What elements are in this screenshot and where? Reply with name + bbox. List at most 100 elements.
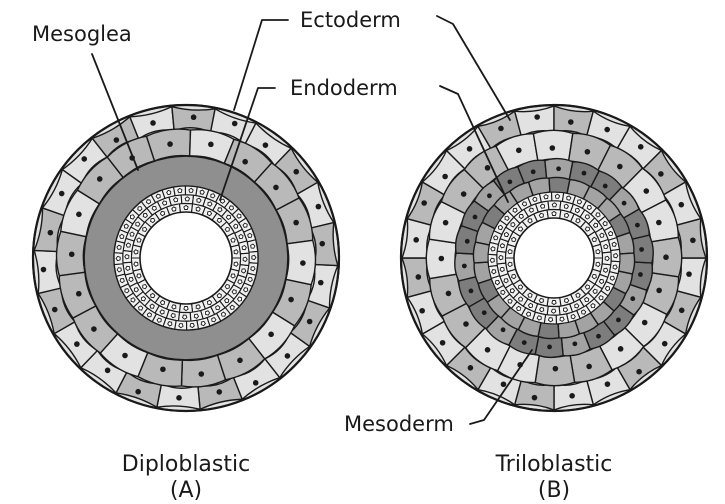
nucleus [586, 364, 592, 370]
nucleus [656, 220, 662, 226]
endoderm-nucleus [576, 219, 580, 223]
nucleus [216, 389, 222, 395]
endoderm-nucleus [600, 233, 604, 237]
mesoglea-label: Mesoglea [32, 22, 132, 46]
endoderm-nucleus [167, 190, 171, 194]
nucleus [467, 146, 473, 152]
nucleus [461, 191, 467, 197]
endoderm-nucleus [605, 286, 609, 290]
endoderm-nucleus [197, 198, 201, 202]
endoderm-nucleus [125, 255, 129, 259]
nucleus [419, 308, 425, 314]
endoderm-nucleus [238, 280, 242, 284]
endoderm-nucleus [585, 285, 589, 289]
endoderm-nucleus [160, 211, 164, 215]
nucleus [59, 191, 65, 197]
nucleus [263, 142, 269, 148]
endoderm-nucleus [498, 225, 502, 229]
endoderm-nucleus [157, 318, 161, 322]
endoderm-nucleus [539, 213, 543, 217]
endoderm-nucleus [587, 206, 591, 210]
nucleus [485, 165, 491, 171]
endoderm-nucleus [613, 265, 617, 269]
endoderm-nucleus [151, 293, 155, 297]
endoderm-nucleus [494, 236, 498, 240]
nucleus [643, 188, 649, 194]
nucleus [639, 247, 644, 252]
nucleus [316, 204, 322, 210]
ectoderm-leader-line-a [234, 20, 288, 110]
endoderm-nucleus [211, 194, 215, 198]
endoderm-nucleus [116, 256, 120, 260]
nucleus [618, 346, 624, 352]
endoderm-nucleus [190, 323, 194, 327]
endoderm-nucleus [168, 322, 172, 326]
nucleus [285, 353, 291, 359]
endoderm-nucleus [117, 245, 121, 249]
nucleus [568, 119, 574, 125]
endoderm-nucleus [581, 310, 585, 314]
nucleus [617, 164, 623, 170]
nucleus [679, 308, 685, 314]
endoderm-nucleus [560, 317, 564, 321]
endoderm-nucleus [599, 296, 603, 300]
endoderm-nucleus [237, 297, 241, 301]
endoderm-nucleus [217, 218, 221, 222]
endoderm-nucleus [528, 293, 532, 297]
endoderm-nucleus [221, 312, 225, 316]
nucleus [288, 297, 294, 303]
endoderm-nucleus [492, 270, 496, 274]
endoderm-nucleus [178, 188, 182, 192]
endoderm-nucleus [491, 247, 495, 251]
endoderm-nucleus [519, 285, 523, 289]
nucleus [439, 256, 445, 262]
endoderm-nucleus [239, 234, 243, 238]
endoderm-nucleus [551, 309, 555, 313]
endoderm-nucleus [172, 207, 176, 211]
endoderm-nucleus [130, 215, 134, 219]
nucleus [572, 341, 577, 346]
endoderm-nucleus [207, 211, 211, 215]
endoderm-nucleus [137, 238, 141, 242]
endoderm-nucleus [205, 311, 209, 315]
nucleus [242, 159, 248, 165]
nucleus [678, 202, 684, 208]
endoderm-nucleus [528, 219, 532, 223]
nucleus [463, 321, 469, 327]
endoderm-nucleus [146, 200, 150, 204]
nucleus [421, 200, 427, 206]
endoderm-nucleus [196, 207, 200, 211]
endoderm-nucleus [552, 211, 556, 215]
nucleus [318, 280, 324, 286]
endoderm-nucleus [519, 297, 523, 301]
endoderm-nucleus [248, 278, 252, 282]
panel-b-caption: Triloblastic [495, 452, 613, 477]
nucleus [191, 114, 197, 120]
nucleus [237, 358, 243, 364]
nucleus [273, 185, 279, 191]
nucleus [160, 366, 166, 372]
nucleus [416, 274, 422, 280]
nucleus [642, 320, 648, 326]
endoderm-nucleus [252, 255, 256, 259]
nucleus [81, 156, 87, 162]
endoderm-nucleus [571, 315, 575, 319]
endoderm-nucleus [251, 267, 255, 271]
endoderm-nucleus [212, 318, 216, 322]
endoderm-nucleus [231, 274, 235, 278]
nucleus [268, 332, 274, 338]
nucleus [522, 340, 527, 345]
nucleus [442, 174, 448, 180]
endoderm-nucleus [596, 249, 600, 253]
endoderm-nucleus [585, 297, 589, 301]
nucleus [307, 319, 313, 325]
nucleus [690, 237, 696, 243]
nucleus [300, 260, 306, 266]
endoderm-nucleus [225, 284, 229, 288]
nucleus [662, 341, 668, 347]
endoderm-nucleus [508, 262, 512, 266]
gut-cavity-circle [514, 218, 594, 298]
endoderm-nucleus [591, 304, 595, 308]
endoderm-nucleus [592, 274, 596, 278]
endoderm-nucleus [537, 316, 541, 320]
